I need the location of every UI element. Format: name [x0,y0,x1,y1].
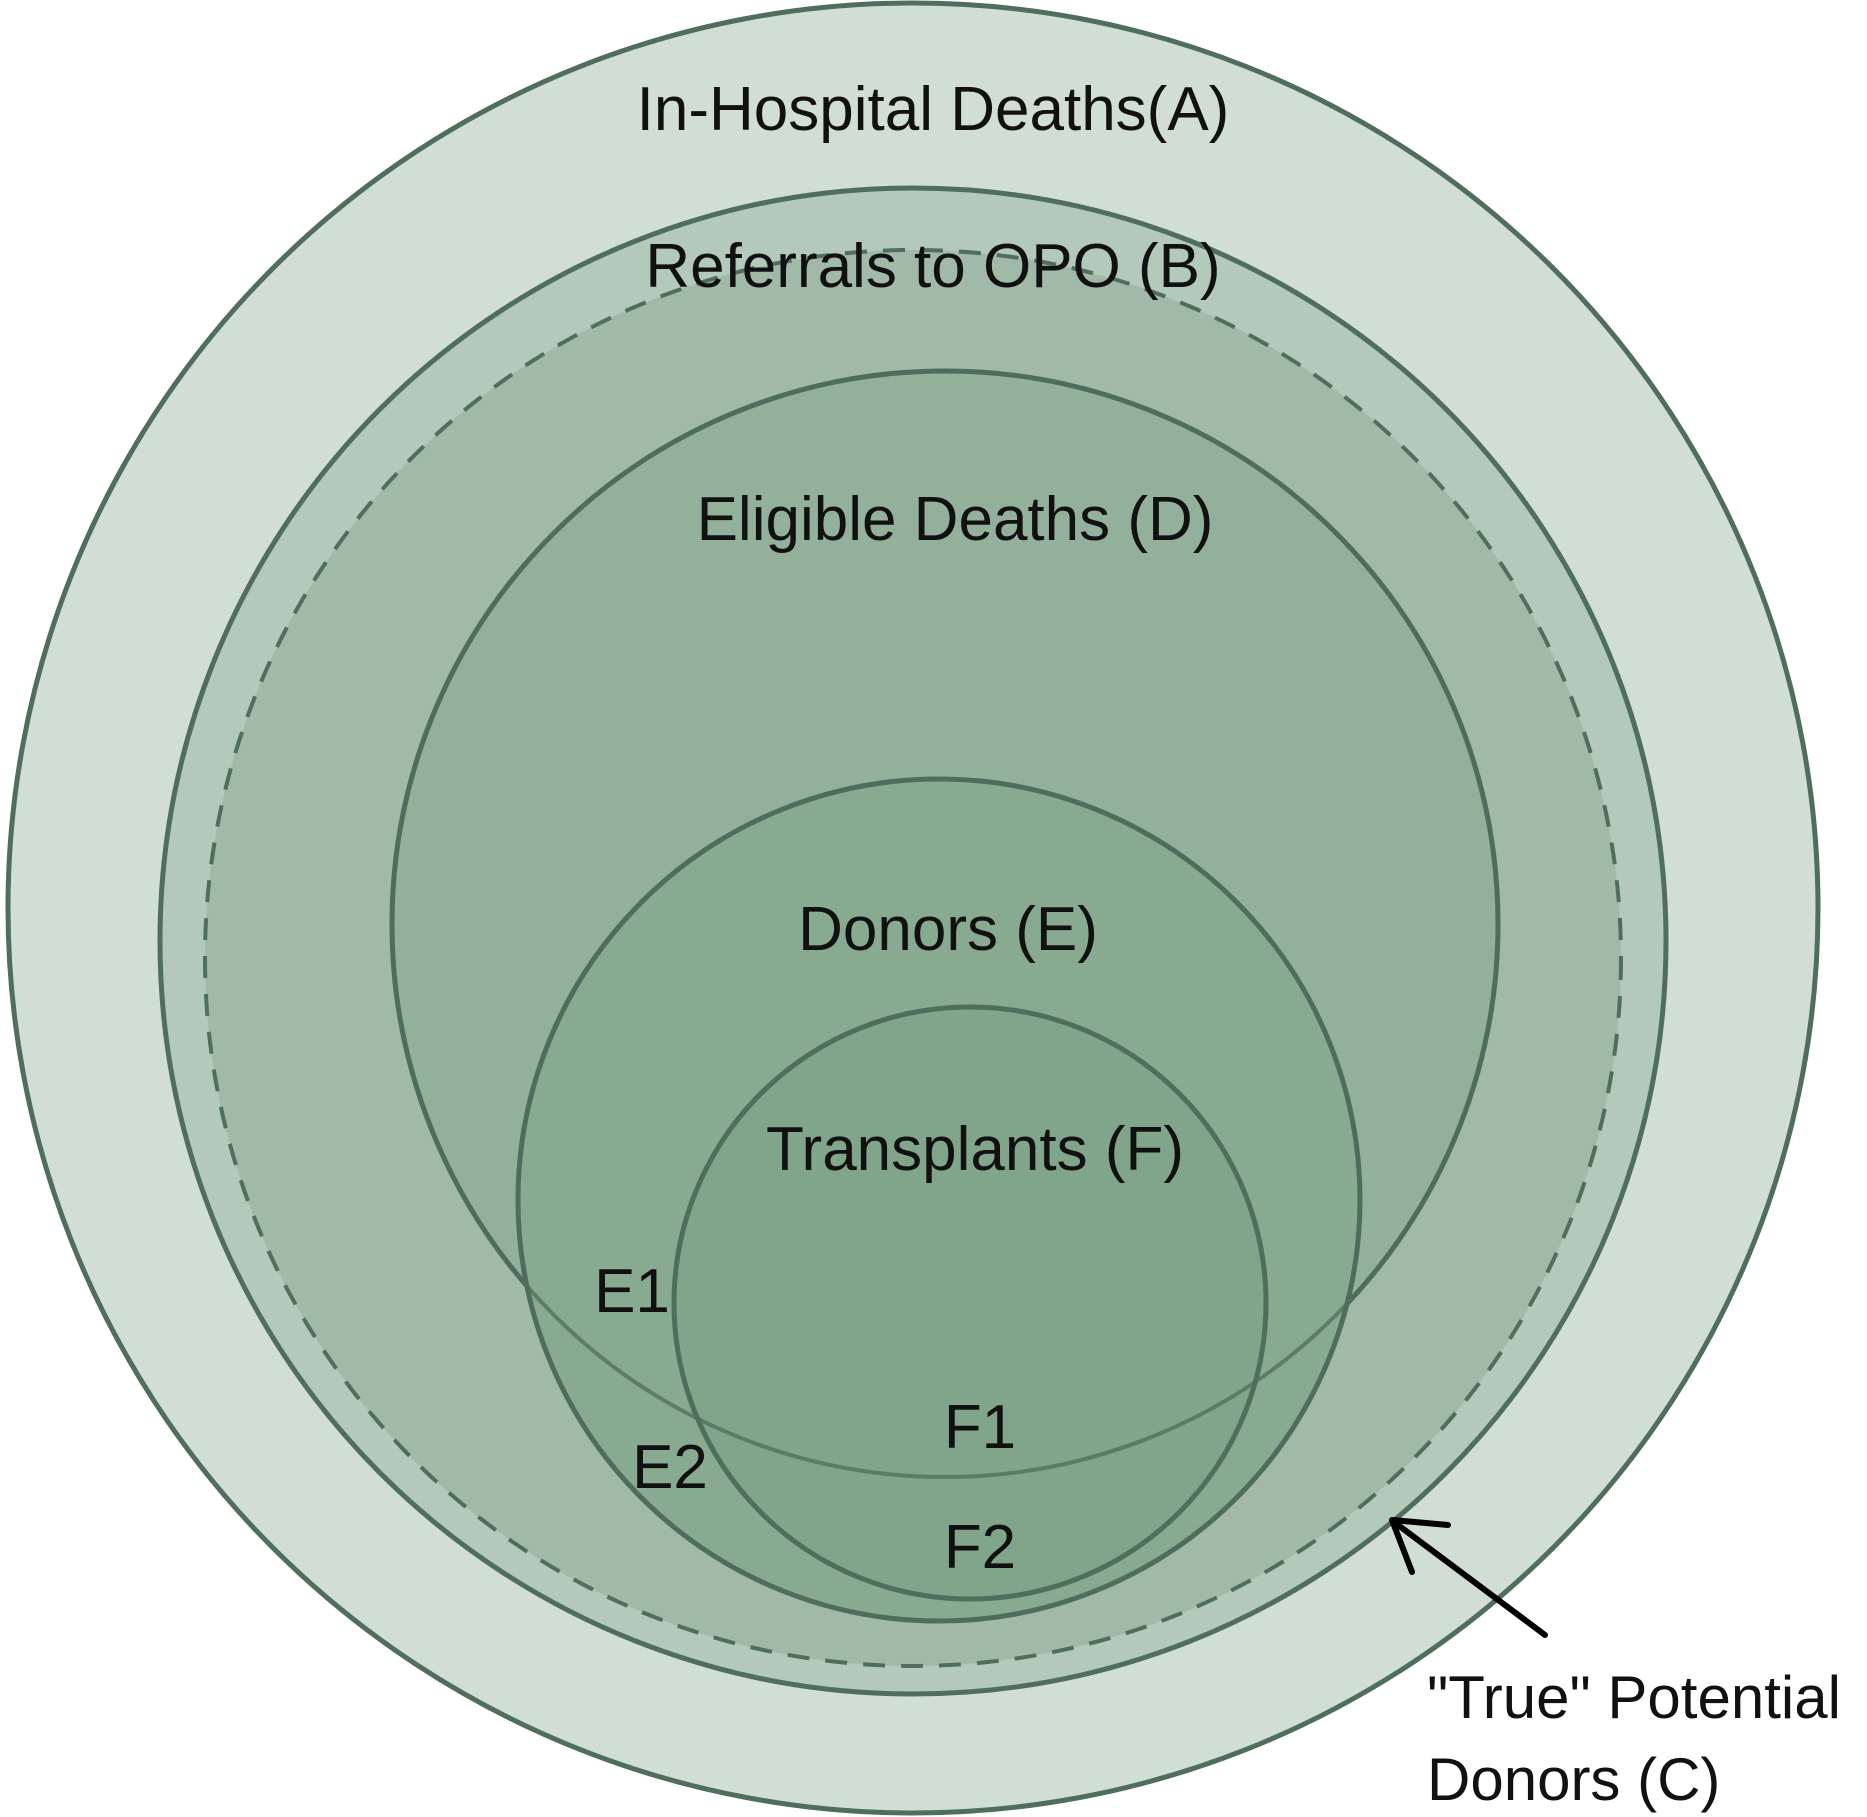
label-e2: E2 [632,1433,708,1502]
arrow-head [1389,1517,1451,1575]
arrow-to-true-potential-donors [1389,1517,1548,1638]
circle-true-potential-donors [203,248,1623,1668]
circle-transplants [671,1004,1269,1602]
label-donors: Donors (E) [798,895,1098,964]
label-referrals-to-opo: Referrals to OPO (B) [645,232,1220,301]
circle-eligible-deaths-outline [390,369,1500,1479]
circle-donors-outline [516,777,1362,1623]
label-f1: F1 [944,1393,1016,1462]
label-e1: E1 [594,1257,670,1326]
label-true-potential-donors-line1: "True" Potential [1427,1664,1841,1731]
label-eligible-deaths: Eligible Deaths (D) [697,485,1214,554]
arrow-shaft [1395,1522,1548,1638]
label-true-potential-donors-line2: Donors (C) [1427,1746,1720,1813]
label-transplants: Transplants (F) [766,1115,1184,1184]
label-in-hospital-deaths: In-Hospital Deaths(A) [637,75,1230,144]
label-f2: F2 [944,1513,1016,1582]
